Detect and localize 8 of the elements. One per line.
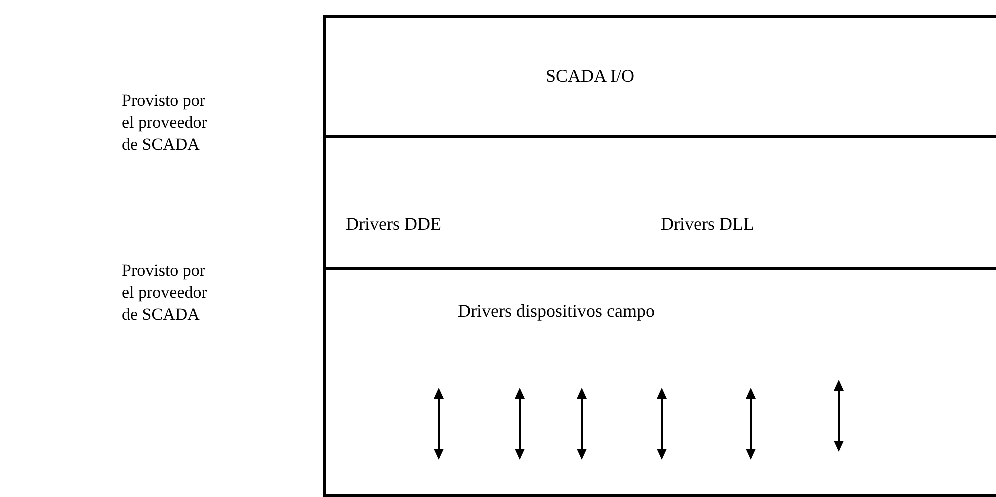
layer-label: Drivers DLL xyxy=(661,213,754,236)
layer-label: Drivers DDE xyxy=(346,213,442,236)
side-label: Provisto por el proveedor de SCADA xyxy=(122,260,208,326)
layer-label: SCADA I/O xyxy=(546,65,635,88)
layer-band xyxy=(323,15,996,138)
layer-band xyxy=(323,267,996,497)
layer-label: Drivers dispositivos campo xyxy=(458,300,655,323)
side-label: Provisto por el proveedor de SCADA xyxy=(122,90,208,156)
